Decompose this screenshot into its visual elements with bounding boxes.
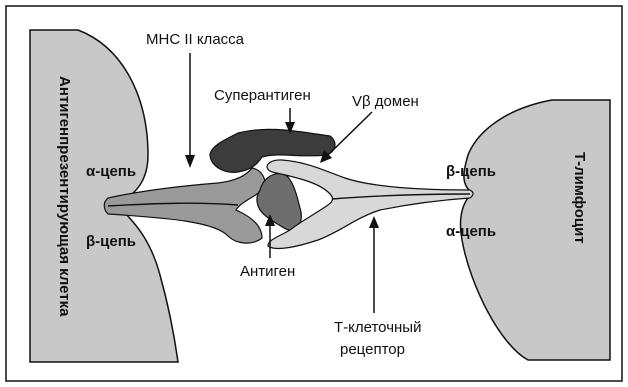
label-t-alpha: α-цепь (446, 223, 496, 240)
label-vbeta: Vβ домен (352, 93, 419, 110)
label-superantigen: Суперантиген (214, 87, 311, 104)
label-mhc: МНС II класса (146, 31, 245, 48)
label-apc-alpha: α-цепь (86, 163, 136, 180)
label-apc-beta: β-цепь (86, 233, 136, 250)
label-tcr-line1: Т-клеточный (334, 319, 421, 336)
label-apc: Антигенпрезентирующая клетка (56, 76, 73, 317)
label-tcell: Т-лимфоцит (571, 152, 588, 244)
label-antigen: Антиген (240, 263, 295, 280)
label-tcr-line2: рецептор (340, 341, 405, 358)
label-t-beta: β-цепь (446, 163, 496, 180)
